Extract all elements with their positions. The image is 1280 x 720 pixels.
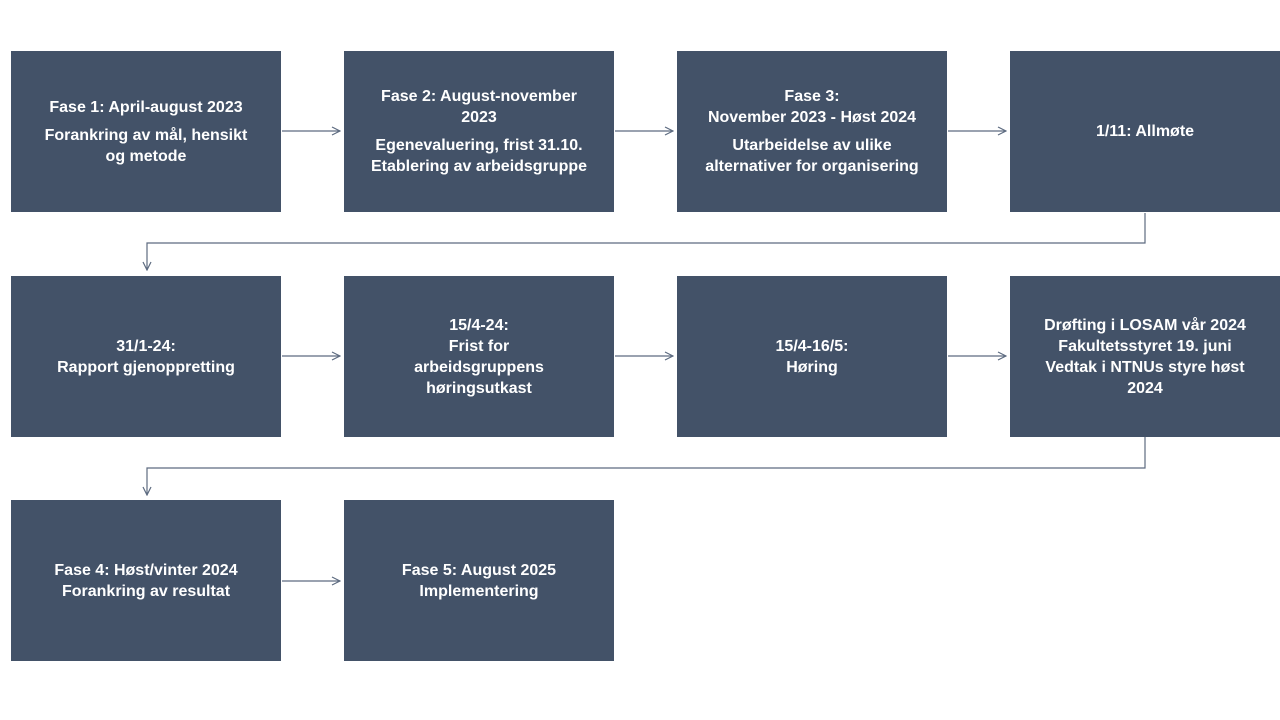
box-phase-3-title: Fase 3: bbox=[784, 88, 840, 105]
box-phase-1-desc: Forankring av mål, hensikt bbox=[44, 126, 248, 144]
box-phase-2-desc: Egenevaluering, frist 31.10. bbox=[375, 137, 583, 154]
box-phase-5: Fase 5: August 2025 Implementering bbox=[344, 500, 614, 661]
box-drofting-line-1: Drøfting i LOSAM vår 2024 bbox=[1044, 316, 1246, 334]
box-drofting-line-3: Vedtak i NTNUs styre høst bbox=[1045, 358, 1245, 376]
box-horing-date: 15/4-16/5: bbox=[775, 337, 849, 355]
box-phase-1-title: Fase 1: April-august 2023 bbox=[49, 98, 243, 116]
box-phase-3-period: November 2023 - Høst 2024 bbox=[707, 109, 917, 126]
box-phase-4-desc: Forankring av resultat bbox=[61, 582, 231, 600]
box-drofting: Drøfting i LOSAM vår 2024 Fakultetsstyre… bbox=[1010, 276, 1280, 437]
box-drofting-line-4: 2024 bbox=[1127, 379, 1163, 397]
box-phase-4-title: Fase 4: Høst/vinter 2024 bbox=[54, 561, 238, 579]
box-phase-5-desc: Implementering bbox=[419, 582, 539, 600]
box-phase-2-title: Fase 2: August-november bbox=[381, 88, 577, 105]
box-drofting-line-2: Fakultetsstyret 19. juni bbox=[1058, 337, 1232, 355]
box-frist: 15/4-24: Frist for arbeidsgruppens hørin… bbox=[344, 276, 614, 437]
box-phase-2-title-cont: 2023 bbox=[461, 109, 497, 126]
box-allmote-text: 1/11: Allmøte bbox=[1095, 123, 1195, 140]
box-frist-text-2: arbeidsgruppens bbox=[414, 358, 544, 376]
box-phase-4: Fase 4: Høst/vinter 2024 Forankring av r… bbox=[11, 500, 281, 661]
arrow-b4-b5 bbox=[147, 213, 1146, 270]
box-rapport-date: 31/1-24: bbox=[116, 337, 176, 355]
arrow-b8-b9 bbox=[147, 437, 1146, 495]
box-frist-date: 15/4-24: bbox=[449, 316, 509, 334]
box-frist-text-1: Frist for bbox=[448, 337, 510, 355]
box-rapport: 31/1-24: Rapport gjenoppretting bbox=[11, 276, 281, 437]
box-allmote: 1/11: Allmøte bbox=[1010, 51, 1280, 212]
box-phase-1-desc-cont: og metode bbox=[105, 147, 187, 165]
box-phase-1: Fase 1: April-august 2023 Forankring av … bbox=[11, 51, 281, 212]
box-horing: 15/4-16/5: Høring bbox=[677, 276, 947, 437]
box-phase-2-desc-cont: Etablering av arbeidsgruppe bbox=[370, 158, 588, 175]
box-rapport-text: Rapport gjenoppretting bbox=[57, 358, 235, 376]
box-phase-3-desc-cont: alternativer for organisering bbox=[705, 158, 919, 175]
box-frist-text-3: høringsutkast bbox=[426, 379, 532, 397]
box-phase-2: Fase 2: August-november 2023 Egenevaluer… bbox=[344, 51, 614, 212]
box-phase-3: Fase 3: November 2023 - Høst 2024 Utarbe… bbox=[677, 51, 947, 212]
box-horing-text: Høring bbox=[786, 358, 838, 376]
box-phase-3-desc: Utarbeidelse av ulike bbox=[732, 137, 892, 154]
box-phase-5-title: Fase 5: August 2025 bbox=[401, 561, 557, 579]
